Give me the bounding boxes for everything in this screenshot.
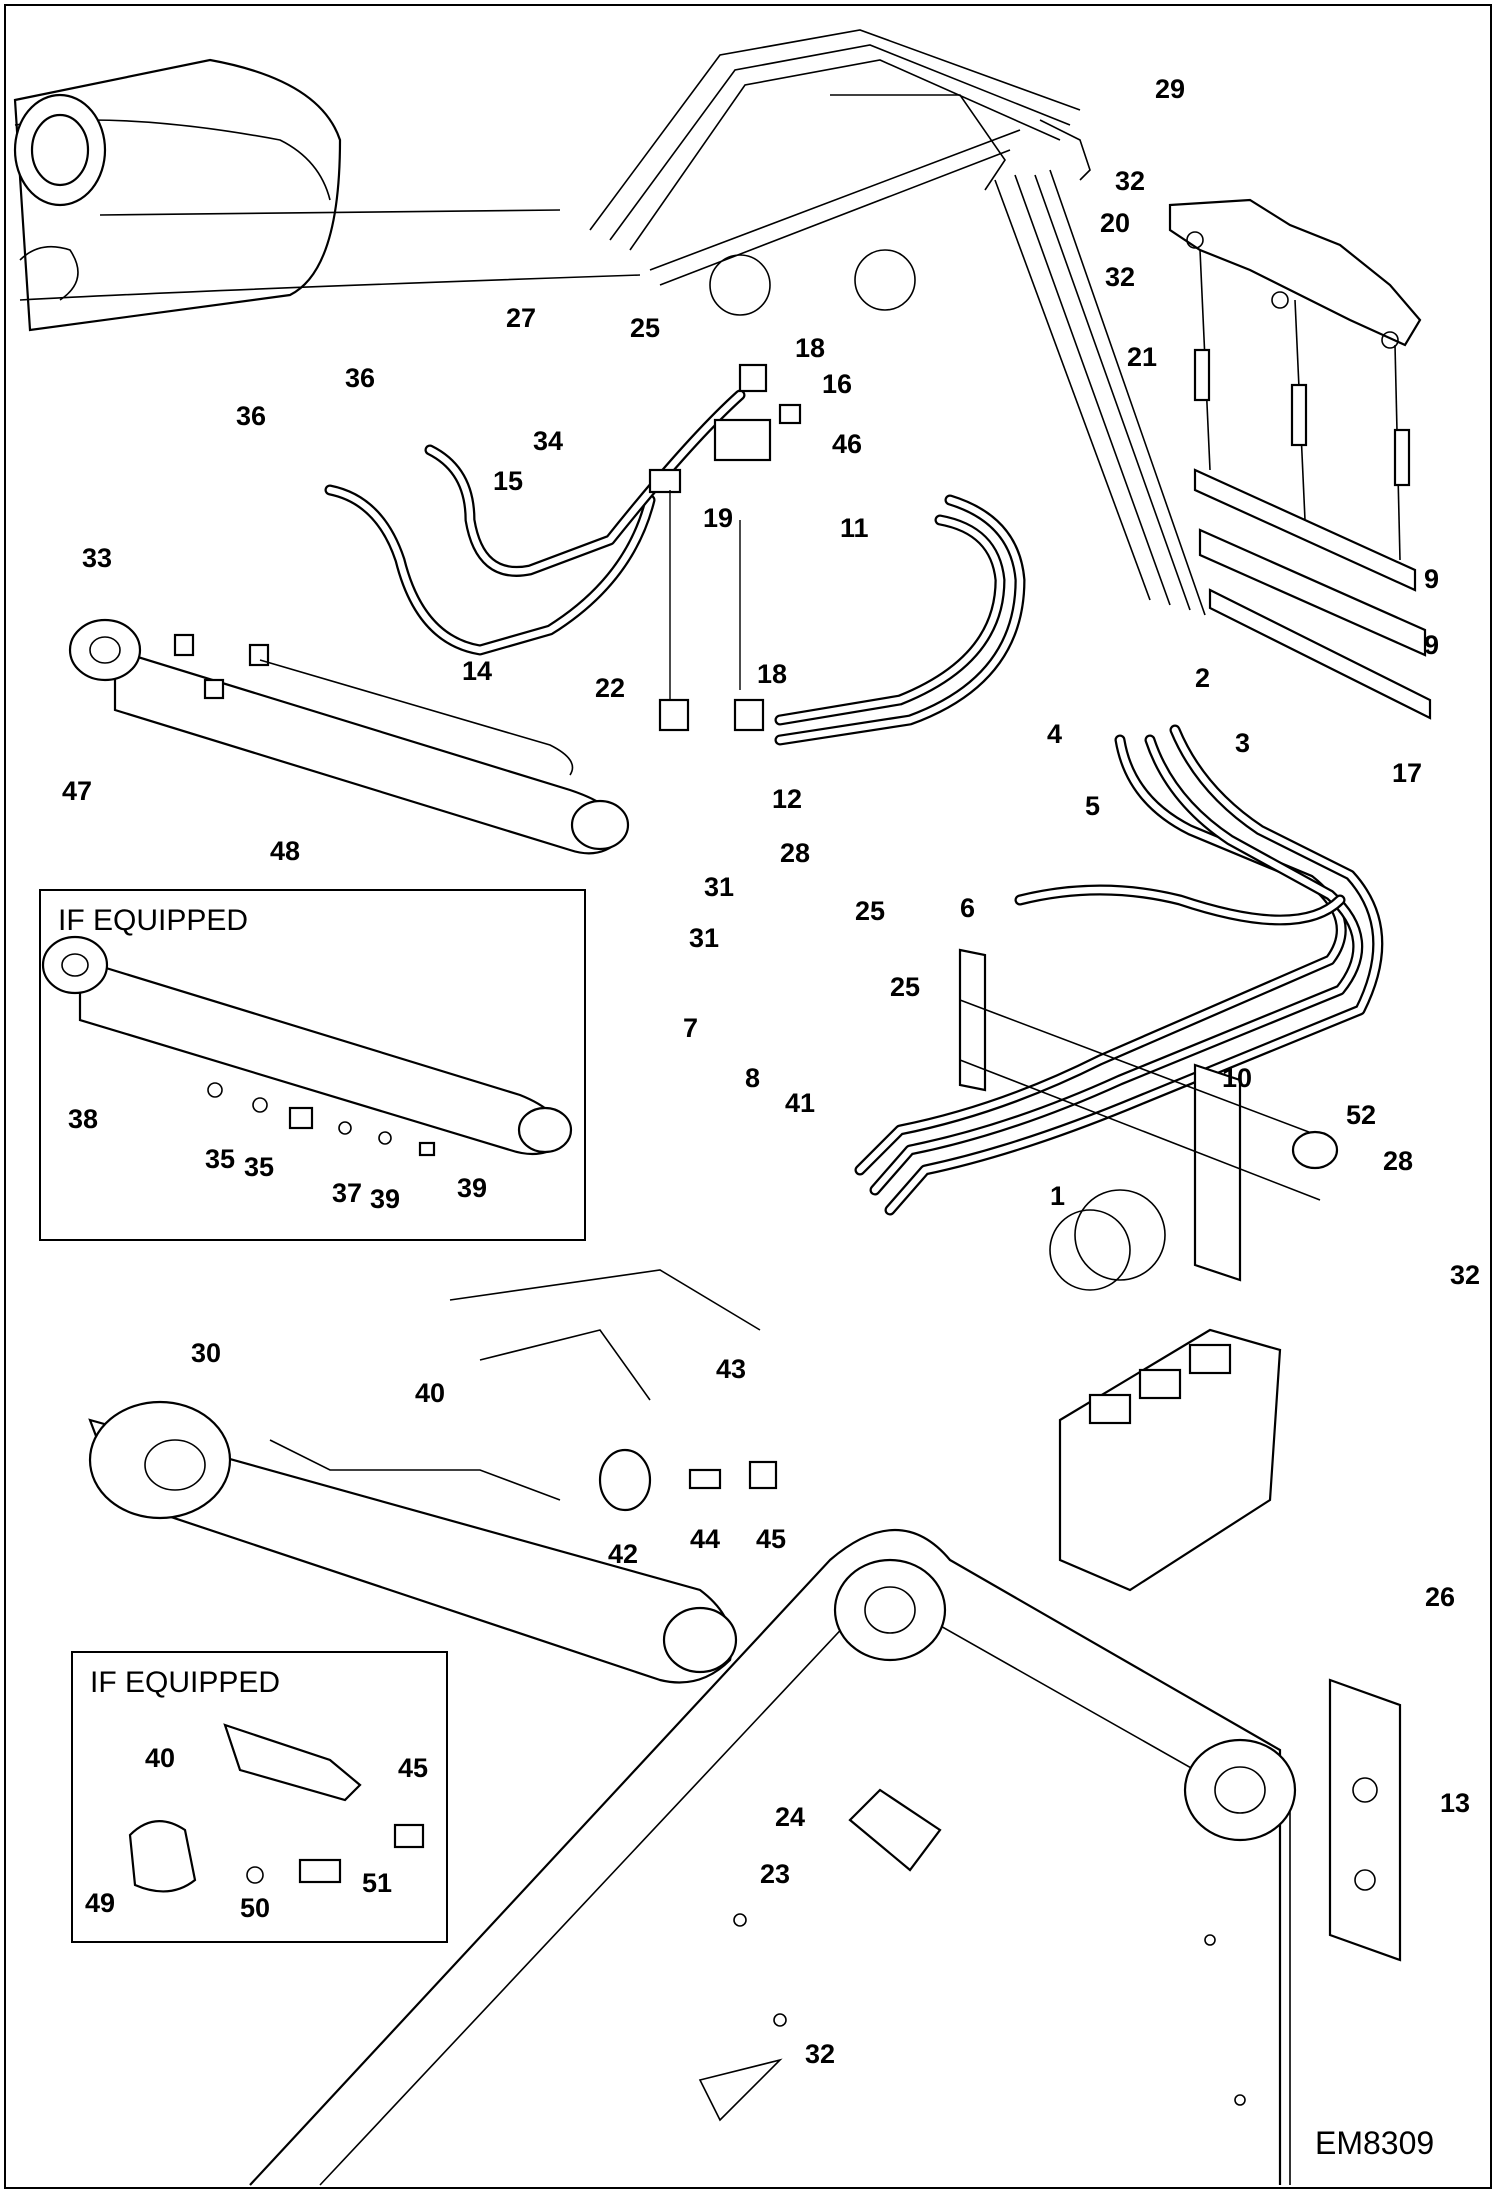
callout-label: 32: [805, 2039, 835, 2069]
inset-2-labels: IF EQUIPPED 40 45 49 50 51: [85, 1666, 428, 1923]
callout-label: 25: [630, 313, 660, 343]
callout-label: 14: [462, 656, 492, 686]
valve-block-fittings: [648, 363, 802, 732]
inset-2: [71, 1651, 448, 1943]
callout-label: 19: [703, 503, 733, 533]
callout-label: 44: [690, 1524, 720, 1554]
callout-label: 38: [68, 1104, 98, 1134]
figure-border: [4, 4, 1492, 2189]
callout-label: 37: [332, 1178, 362, 1208]
callout-label: 45: [756, 1524, 786, 1554]
callout-label: 6: [960, 893, 975, 923]
callout-label: 22: [595, 673, 625, 703]
callout-label: 16: [822, 369, 852, 399]
callout-label: 11: [840, 513, 869, 543]
loader-frame: [249, 1529, 1402, 2186]
callout-label: 7: [683, 1013, 698, 1043]
callout-label: 18: [757, 659, 787, 689]
hose-guide-assembly: [1168, 198, 1432, 720]
callout-label: 29: [1155, 74, 1185, 104]
callout-label: 41: [785, 1088, 815, 1118]
callout-label: 21: [1127, 342, 1157, 372]
callout-label: 47: [62, 776, 92, 806]
callout-label: 13: [1440, 1788, 1470, 1818]
callout-label: 25: [890, 972, 920, 1002]
callout-label: 12: [772, 784, 802, 814]
callout-label: 28: [1383, 1146, 1413, 1176]
callout-label: 32: [1115, 166, 1145, 196]
callout-label: 1: [1050, 1181, 1065, 1211]
callout-label: 36: [345, 363, 375, 393]
callout-label: 48: [270, 836, 300, 866]
callout-label: 9: [1424, 630, 1439, 660]
callout-label: 24: [775, 1802, 805, 1832]
callout-label: 25: [855, 896, 885, 926]
callout-label: 20: [1100, 208, 1130, 238]
callout-label: 15: [493, 466, 523, 496]
callout-label: 40: [145, 1743, 175, 1773]
callout-label: 49: [85, 1888, 115, 1918]
callout-labels: 29 32 20 32 21 27 25 18 16 36 36 34 46 1…: [62, 74, 1480, 2069]
callout-label: 36: [236, 401, 266, 431]
callout-label: 35: [244, 1152, 274, 1182]
callout-label: 8: [745, 1063, 760, 1093]
callout-label: 31: [704, 872, 734, 902]
callout-label: 30: [191, 1338, 221, 1368]
inset-1-labels: IF EQUIPPED 35 35 37 38 39 39: [58, 904, 487, 1214]
callout-label: 2: [1195, 663, 1210, 693]
callout-label: 40: [415, 1378, 445, 1408]
callout-label: 32: [1450, 1260, 1480, 1290]
callout-label: 9: [1424, 564, 1439, 594]
figure-id: EM8309: [1315, 2125, 1434, 2161]
callout-label: 26: [1425, 1582, 1455, 1612]
callout-label: 10: [1222, 1063, 1252, 1093]
callout-label: 34: [533, 426, 563, 456]
callout-label: 46: [832, 429, 862, 459]
callout-label: 35: [205, 1144, 235, 1174]
callout-label: 5: [1085, 791, 1100, 821]
callout-label: 52: [1346, 1100, 1376, 1130]
callout-label: 23: [760, 1859, 790, 1889]
callout-label: 51: [362, 1868, 392, 1898]
callout-label: 50: [240, 1893, 270, 1923]
lift-cylinder-33: [68, 618, 630, 855]
inset-title: IF EQUIPPED: [58, 904, 248, 937]
callout-label: 32: [1105, 262, 1135, 292]
callout-label: 33: [82, 543, 112, 573]
callout-label: 43: [716, 1354, 746, 1384]
callout-label: 42: [608, 1539, 638, 1569]
hydraulic-hoses: [324, 389, 1384, 1216]
callout-label: 39: [457, 1173, 487, 1203]
callout-label: 3: [1235, 728, 1250, 758]
callout-label: 28: [780, 838, 810, 868]
upper-boom-tube: [13, 58, 641, 332]
bucket-cylinder-30: [88, 1269, 778, 1684]
callout-label: 18: [795, 333, 825, 363]
control-valve: [958, 948, 1339, 1592]
callout-label: 31: [689, 923, 719, 953]
callout-label: 45: [398, 1753, 428, 1783]
callout-label: 4: [1047, 719, 1062, 749]
inset-title: IF EQUIPPED: [90, 1666, 280, 1699]
upper-hydraulic-tubes: [589, 29, 1206, 616]
inset-1: [39, 889, 586, 1241]
callout-label: 17: [1392, 758, 1422, 788]
callout-label: 27: [506, 303, 536, 333]
callout-label: 39: [370, 1184, 400, 1214]
